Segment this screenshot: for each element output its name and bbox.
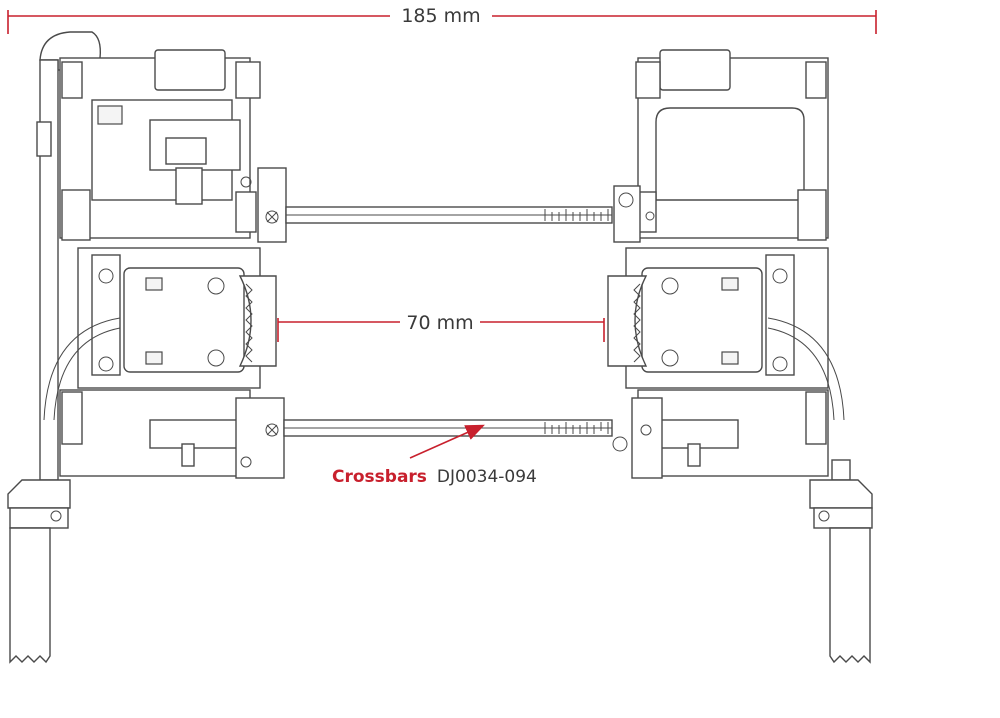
callout-label: Crossbars DJ0034-094: [332, 467, 537, 487]
inner-spacing-label: 70 mm: [406, 312, 473, 334]
right-module: [607, 49, 873, 664]
callout-strong-text: Crossbars: [332, 467, 427, 487]
overall-width-dimension: 185 mm: [7, 5, 877, 34]
inner-spacing-dimension: 70 mm: [277, 312, 605, 342]
crossbar-bottom: [283, 419, 613, 437]
left-module: [7, 31, 287, 664]
crossbar-top: [285, 206, 613, 224]
overall-width-label: 185 mm: [401, 5, 480, 27]
callout-part-number: DJ0034-094: [437, 467, 537, 487]
crossbar-callout: Crossbars DJ0034-094: [332, 424, 537, 487]
